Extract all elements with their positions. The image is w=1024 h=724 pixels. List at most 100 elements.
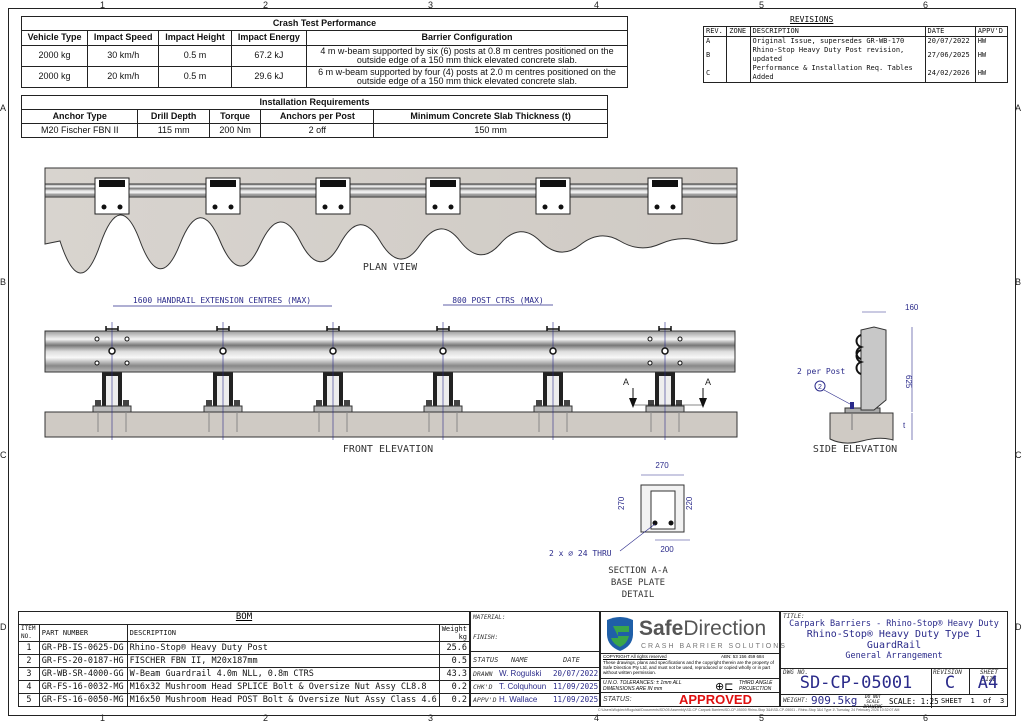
splice-bolt-icon xyxy=(677,360,683,366)
section-mark-left: A xyxy=(623,377,629,387)
description: Rhino-Stop® Heavy Duty Post xyxy=(126,641,440,655)
col-header: PART NUMBER xyxy=(38,624,128,642)
weight: 0.5 xyxy=(438,654,471,668)
cell xyxy=(726,64,751,83)
post-bolt-icon xyxy=(439,347,447,355)
part-number: GR-FS-16-0032-MG xyxy=(38,680,128,694)
zone-row-label: C xyxy=(0,450,7,460)
drawing-number: SD-CP-05001 xyxy=(799,673,913,693)
splice-bolt-icon xyxy=(677,336,683,342)
zone-row-label: A xyxy=(1015,103,1022,113)
role: APPV'D xyxy=(473,696,497,704)
plan-post xyxy=(535,177,571,215)
plan-post xyxy=(647,177,683,215)
zone-col-label: 5 xyxy=(759,0,765,10)
revision-label: REVISION xyxy=(933,669,962,676)
safedirection-logo-icon xyxy=(607,617,633,651)
people-col-header: STATUS xyxy=(473,656,499,664)
zone-col-label: 4 xyxy=(594,0,600,10)
drawing-views: PLAN VIEW 1600 HANDRAIL EXTENSION CENTRE… xyxy=(44,167,919,600)
cell: HW xyxy=(974,36,1009,46)
logo-text: SafeDirection xyxy=(639,617,766,641)
name: T. Colquhoun xyxy=(499,682,547,691)
hole-callout: 2 x ∅ 24 THRU xyxy=(549,549,612,558)
splice-bolt-icon xyxy=(94,360,100,366)
col-header: DESCRIPTION xyxy=(126,624,440,642)
title-line3: GuardRail xyxy=(866,640,922,651)
role: CHK'D xyxy=(473,683,493,691)
zone-col-label: 3 xyxy=(428,713,434,723)
scale: SCALE: 1:25 xyxy=(889,697,939,706)
abn: ABN: 53 156 459 684 xyxy=(721,654,765,659)
post-bolt-icon xyxy=(549,347,557,355)
company-block: SafeDirection CRASH BARRIER SOLUTIONS CO… xyxy=(600,611,785,707)
zone-row-label: C xyxy=(1015,450,1022,460)
cell: 200 Nm xyxy=(208,123,262,138)
cell: 4 m w-beam supported by six (6) posts at… xyxy=(306,45,628,67)
cell: 29.6 kJ xyxy=(230,66,308,88)
post-dimension: 800 POST CTRS (MAX) xyxy=(452,296,544,305)
front-elevation-label: FRONT ELEVATION xyxy=(343,444,433,455)
balloon-number: 2 xyxy=(818,384,822,391)
slab-thickness-dimension: t xyxy=(903,421,906,430)
plan-post xyxy=(315,177,351,215)
logo-tagline: CRASH BARRIER SOLUTIONS xyxy=(641,643,787,650)
title-block: TITLE: Carpark Barriers - Rhino-Stop® He… xyxy=(780,611,1008,710)
people-col-header: NAME xyxy=(511,656,528,664)
side-slab xyxy=(829,412,894,444)
weight-value: 909.5kg xyxy=(811,694,858,707)
zone-col-label: 2 xyxy=(263,713,269,723)
title-line2: Rhino-Stop® Heavy Duty Type 1 xyxy=(806,629,982,640)
description: FISCHER FBN II, M20x187mm xyxy=(126,654,440,668)
zone-col-label: 1 xyxy=(100,713,106,723)
zone-col-label: 4 xyxy=(594,713,600,723)
splice-bolt-icon xyxy=(124,336,130,342)
status-label: STATUS: xyxy=(603,696,632,703)
plan-post xyxy=(425,177,461,215)
post-bolt-icon xyxy=(219,347,227,355)
sheet-border xyxy=(8,8,1016,716)
section-subtitle: DETAIL xyxy=(622,590,655,600)
item-no: 2 xyxy=(18,654,40,668)
front-elevation: 1600 HANDRAIL EXTENSION CENTRES (MAX) 80… xyxy=(44,296,738,455)
cell xyxy=(726,36,751,46)
item-no: 1 xyxy=(18,641,40,655)
dwg-no-label: DWG NO. xyxy=(783,669,809,676)
col-header: Weight kg xyxy=(438,624,471,642)
weight: 43.3 xyxy=(438,667,471,681)
hole-centres-dimension: 200 xyxy=(660,545,674,554)
plate-width-dimension: 270 xyxy=(655,461,669,470)
section-title: SECTION A-A xyxy=(608,566,668,576)
cell xyxy=(726,46,751,64)
people-col-header: DATE xyxy=(563,656,580,664)
cell: 6 m w-beam supported by four (4) posts a… xyxy=(306,66,628,88)
item-balloon xyxy=(814,380,826,392)
plan-post xyxy=(94,177,130,215)
splice-bolt-icon xyxy=(94,336,100,342)
part-number: GR-PB-IS-0625-DG xyxy=(38,641,128,655)
description: W-Beam Guardrail 4.0m NLL, 0.8m CTRS xyxy=(126,667,440,681)
sheet-size: A4 xyxy=(977,673,999,693)
zone-col-label: 3 xyxy=(428,0,434,10)
splice-bolt-icon xyxy=(647,360,653,366)
date: 20/07/2022 xyxy=(553,669,599,678)
revision-value: C xyxy=(944,673,956,693)
projection-note: THIRD ANGLE PROJECTION xyxy=(739,680,773,692)
zone-row-label: D xyxy=(0,622,7,632)
cell: HW xyxy=(974,64,1009,83)
col-header: APPV'D xyxy=(974,26,1009,37)
name: H. Wallace xyxy=(499,695,538,704)
sheet-size-label: SHEET SIZE xyxy=(979,669,999,683)
logo-word1: Safe xyxy=(639,617,684,640)
item-no: 4 xyxy=(18,680,40,694)
weight-label: WEIGHT: xyxy=(783,697,809,704)
